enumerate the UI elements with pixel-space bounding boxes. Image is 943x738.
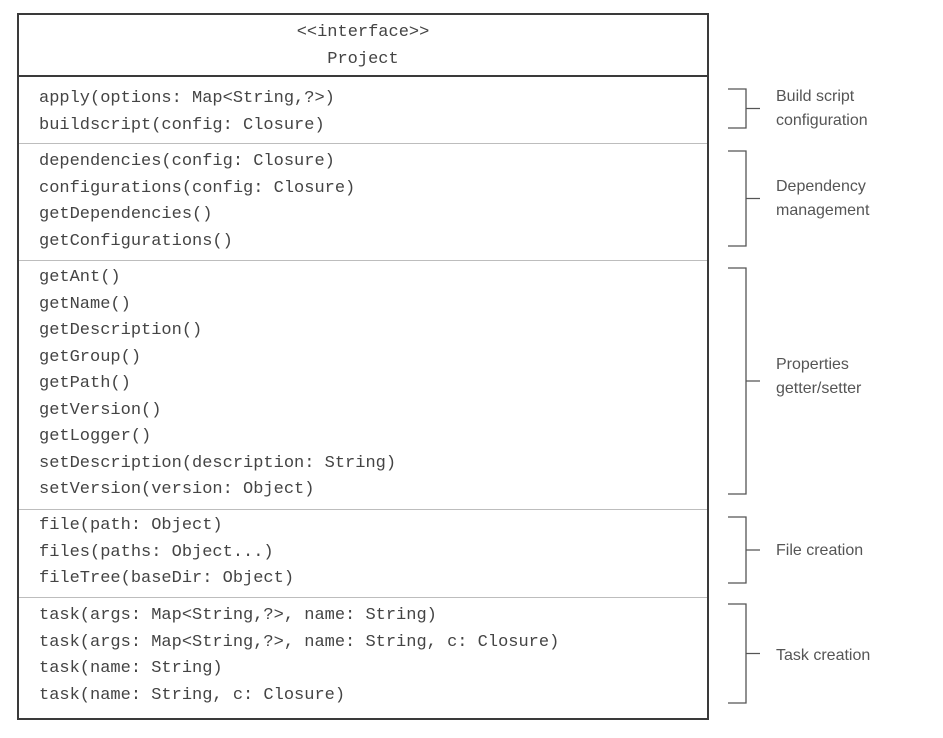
class-header: <<interface>> Project	[19, 15, 707, 77]
method-task-name: task(name: String)	[39, 659, 223, 678]
method-files: files(paths: Object...)	[39, 542, 274, 562]
method-group-dependency-management: dependencies(config: Closure) configurat…	[39, 149, 355, 255]
method-file: file(path: Object)	[39, 516, 223, 535]
bracket-dependency-management	[728, 150, 760, 247]
method-file-tree: fileTree(baseDir: Object)	[39, 569, 295, 588]
method-get-name: getName()	[39, 294, 131, 314]
class-stereotype: <<interface>>	[296, 23, 430, 42]
method-get-group: getGroup()	[39, 347, 142, 367]
label-line: Task creation	[776, 647, 871, 664]
method-set-version: setVersion(version: Object)	[39, 480, 315, 499]
bracket-file-creation	[728, 516, 760, 584]
bracket-properties	[728, 267, 760, 495]
uml-class-box: <<interface>> Project apply(options: Map…	[17, 13, 709, 720]
group-divider	[19, 597, 707, 598]
method-group-build-script: apply(options: Map<String,?>) buildscrip…	[39, 86, 335, 139]
bracket-task-creation	[728, 603, 760, 704]
method-task-args-name-closure: task(args: Map<String,?>, name: String, …	[39, 632, 560, 652]
method-dependencies: dependencies(config: Closure)	[39, 152, 335, 171]
label-line: Properties	[776, 356, 849, 373]
method-group-task-creation: task(args: Map<String,?>, name: String) …	[39, 603, 559, 709]
method-get-configurations: getConfigurations()	[39, 231, 233, 251]
label-line: management	[776, 202, 870, 219]
method-configurations: configurations(config: Closure)	[39, 178, 356, 198]
label-file-creation: File creation	[776, 539, 863, 563]
label-line: File creation	[776, 542, 864, 559]
method-task-name-closure: task(name: String, c: Closure)	[39, 685, 346, 705]
group-divider	[19, 509, 707, 510]
group-divider	[19, 143, 707, 144]
method-group-file-creation: file(path: Object) files(paths: Object..…	[39, 513, 294, 593]
bracket-build-script	[728, 88, 760, 129]
method-task-args-name: task(args: Map<String,?>, name: String)	[39, 606, 437, 625]
method-get-ant: getAnt()	[39, 268, 121, 287]
method-get-path: getPath()	[39, 374, 131, 393]
label-line: Build script	[776, 88, 855, 105]
label-dependency-management: Dependency management	[776, 175, 869, 223]
label-properties-getter-setter: Properties getter/setter	[776, 353, 861, 401]
method-get-description: getDescription()	[39, 321, 203, 340]
label-line: getter/setter	[776, 380, 862, 397]
method-get-version: getVersion()	[39, 400, 162, 420]
label-task-creation: Task creation	[776, 644, 870, 668]
label-build-script-configuration: Build script configuration	[776, 85, 868, 133]
method-group-properties: getAnt() getName() getDescription() getG…	[39, 265, 396, 504]
class-name: Project	[327, 50, 399, 69]
method-buildscript: buildscript(config: Closure)	[39, 115, 325, 135]
method-set-description: setDescription(description: String)	[39, 453, 397, 473]
group-divider	[19, 260, 707, 261]
label-line: Dependency	[776, 178, 866, 195]
method-get-logger: getLogger()	[39, 427, 152, 446]
label-line: configuration	[776, 112, 868, 129]
method-get-dependencies: getDependencies()	[39, 205, 213, 224]
method-apply: apply(options: Map<String,?>)	[39, 89, 335, 108]
